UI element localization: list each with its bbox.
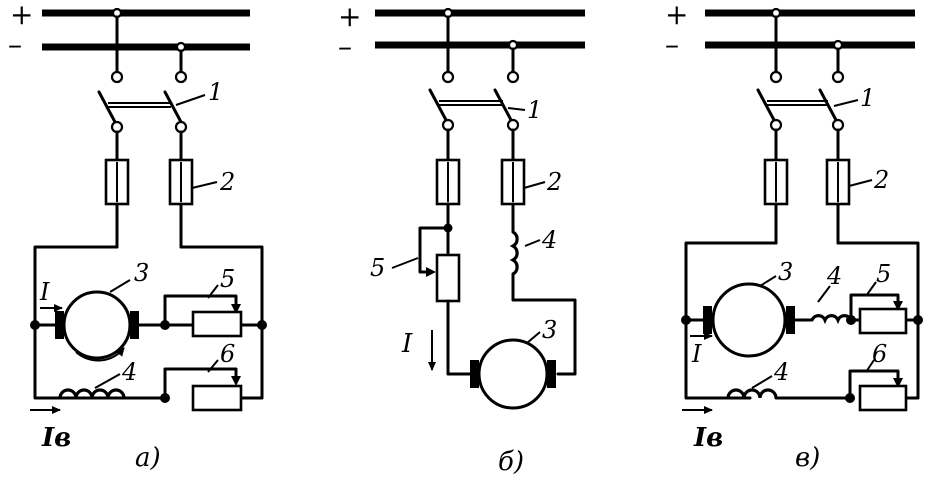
- diagram-c: + – 1 2: [665, 0, 923, 473]
- label-armature: 3: [778, 258, 793, 286]
- minus-sign: –: [8, 28, 22, 61]
- label-shunt-field: 4: [773, 358, 789, 386]
- label-fuse: 2: [219, 168, 235, 196]
- field-coil: [58, 388, 126, 399]
- current-armature: I: [39, 278, 50, 306]
- label-fuse: 2: [873, 166, 889, 194]
- shunt-field-coil: [726, 388, 778, 399]
- label-rheo-armature: 5: [220, 265, 235, 293]
- current-main: I: [401, 329, 413, 359]
- caption-a: a): [135, 443, 161, 473]
- brush: [703, 306, 712, 334]
- brush: [55, 311, 64, 339]
- rheostat: [418, 226, 461, 303]
- fuse: [435, 158, 526, 206]
- label-switch: 1: [527, 96, 542, 124]
- current-field: Iв: [693, 423, 723, 453]
- armature: [62, 290, 132, 360]
- label-field: 4: [121, 358, 137, 386]
- current-armature: I: [691, 340, 702, 368]
- plus-sign: +: [338, 0, 361, 33]
- minus-sign: –: [665, 28, 679, 61]
- label-switch: 1: [860, 84, 875, 112]
- minus-sign: –: [338, 30, 352, 63]
- label-field: 4: [541, 226, 557, 254]
- rheostat-field: [163, 367, 243, 412]
- brush: [786, 306, 795, 334]
- fuse: [763, 158, 851, 206]
- diagram-a: + – 1 2: [8, 0, 267, 473]
- brush: [130, 311, 139, 339]
- field-coil: [509, 230, 519, 276]
- switch: [97, 90, 188, 134]
- rheostat-armature: [849, 293, 908, 335]
- label-switch: 1: [208, 78, 223, 106]
- armature: [711, 282, 787, 358]
- switch: [428, 88, 520, 132]
- label-rheo: 5: [370, 254, 385, 282]
- armature: [477, 338, 549, 410]
- label-armature: 3: [134, 259, 149, 287]
- label-series-field: 4: [826, 262, 842, 290]
- brush: [547, 360, 556, 388]
- label-fuse: 2: [546, 168, 562, 196]
- plus-sign: +: [665, 0, 688, 31]
- rheostat-armature: [163, 294, 243, 338]
- label-rheo-armature: 5: [876, 260, 891, 288]
- switch-top-terminal: [174, 70, 188, 84]
- label-rheo-field: 6: [220, 340, 235, 368]
- switch-top-terminal: [110, 70, 124, 84]
- brush: [470, 360, 479, 388]
- current-field: Iв: [41, 423, 71, 453]
- label-rheo-field: 6: [872, 340, 887, 368]
- plus-sign: +: [10, 0, 33, 31]
- label-armature: 3: [542, 316, 557, 344]
- rheostat-field: [848, 369, 908, 412]
- caption-c: в): [795, 443, 820, 473]
- caption-b: б): [498, 447, 524, 477]
- switch: [756, 88, 845, 132]
- fuse: [104, 158, 194, 206]
- diagram-b: + – 1 2: [338, 0, 585, 477]
- series-field-coil: [810, 314, 853, 325]
